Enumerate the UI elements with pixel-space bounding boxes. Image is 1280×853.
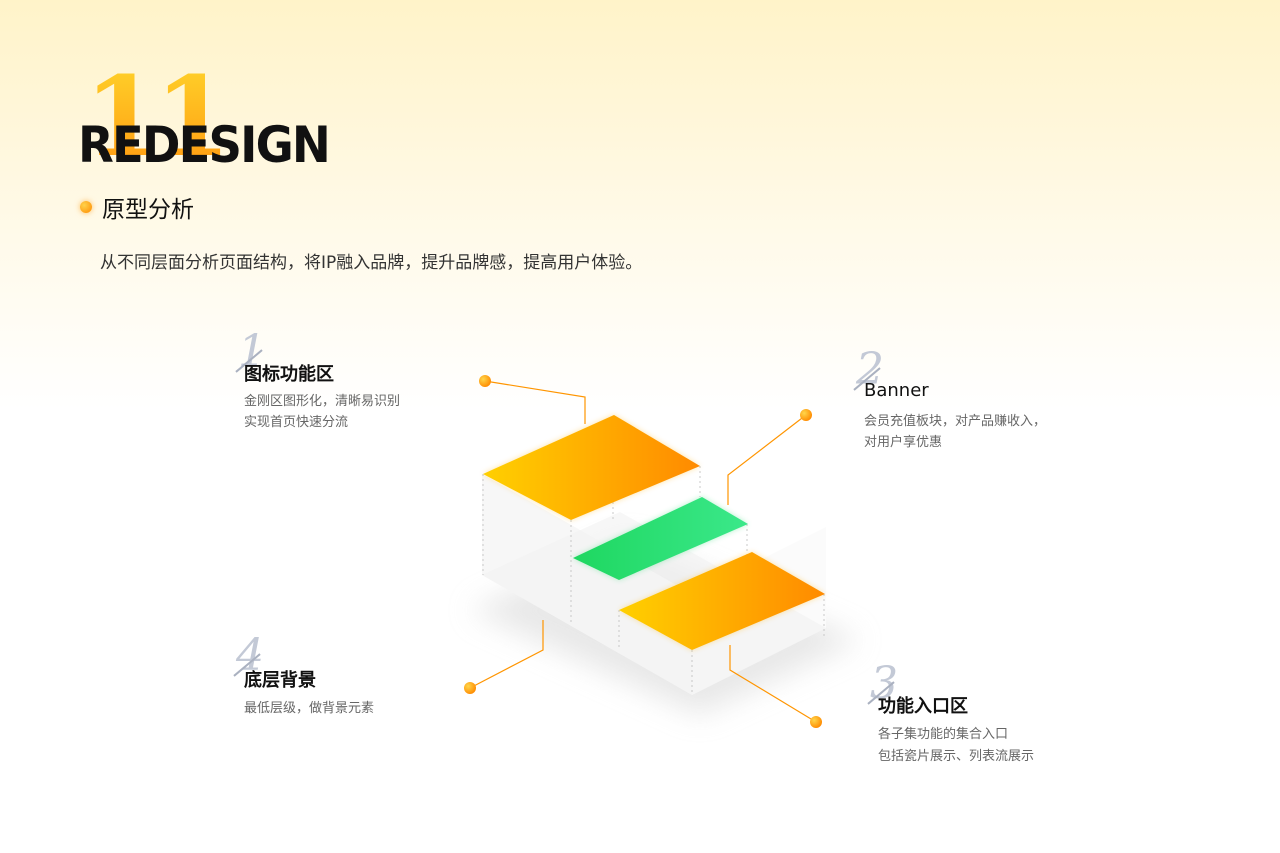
callout-title-4: 底层背景: [244, 670, 316, 691]
banner-layer: [573, 497, 748, 580]
section-number: 11: [84, 52, 231, 181]
callout-desc-4a: 最低层级，做背景元素: [244, 701, 375, 716]
callout-number-4: 4: [236, 630, 264, 681]
function-entry-layer: [619, 552, 825, 650]
connector-dots: [464, 375, 822, 728]
callout-number-1: 1: [238, 326, 266, 377]
callout-number-2: 2: [856, 344, 884, 395]
callout-title-3: 功能入口区: [878, 696, 968, 717]
callout-title-2: Banner: [864, 380, 929, 401]
connectors: [469, 380, 817, 723]
bullet-dot-icon: [80, 201, 92, 213]
callout-desc-2a: 会员充值板块，对产品赚收入，: [864, 414, 1047, 429]
callout-title-1: 图标功能区: [244, 364, 334, 385]
section-subtitle: 从不同层面分析页面结构，将IP融入品牌，提升品牌感，提高用户体验。: [100, 253, 643, 273]
callout-desc-1a: 金刚区图形化，清晰易识别: [244, 394, 401, 409]
section-title-text: 原型分析: [102, 197, 194, 223]
section-title: 原型分析: [80, 190, 194, 224]
callout-desc-3b: 包括瓷片展示、列表流展示: [878, 749, 1035, 764]
icon-area-layer: [483, 415, 700, 520]
redesign-heading: REDESIGN: [78, 116, 331, 174]
callout-desc-3a: 各子集功能的集合入口: [878, 727, 1009, 742]
callout-number-3: 3: [870, 658, 898, 709]
callout-desc-2b: 对用户享优惠: [864, 435, 943, 450]
callout-desc-1b: 实现首页快速分流: [244, 415, 349, 430]
